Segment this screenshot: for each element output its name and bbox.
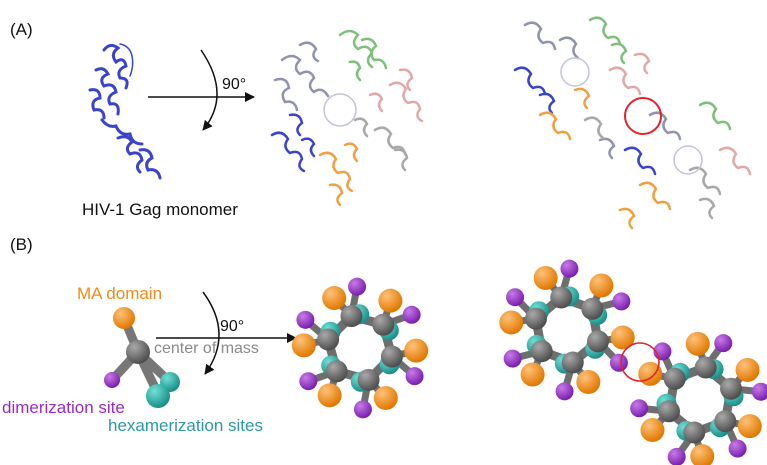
dimer-interface-highlight-b [620,342,660,382]
cg-monomer-model [104,307,180,408]
dimerization-bead [667,447,686,465]
ma-domain-bead [499,310,524,335]
ma-domain-bead [640,418,665,443]
dimerization-bead [299,372,318,391]
cg-hexamer-pair-left [499,259,635,401]
center-of-mass-bead [126,340,150,364]
hexamerization-bead-front [146,384,170,408]
panel-b-label: (B) [10,235,33,254]
center-of-mass-bead [694,356,717,379]
dimerization-bead [560,259,579,278]
hexamerization-sites-label: hexamerization sites [108,416,263,435]
ma-domain-bead [610,325,635,350]
center-of-mass-bead [561,351,584,374]
dimerization-site-label: dimerization site [2,398,125,417]
center-of-mass-bead [581,297,604,320]
center-of-mass-bead [340,305,363,328]
center-of-mass-bead [325,360,348,383]
ma-domain-bead [690,444,715,465]
dimerization-bead [555,382,574,401]
rotation-curve-b [202,291,220,375]
dimerization-bead [104,372,120,388]
center-of-mass-bead [663,367,686,390]
ma-domain-bead [520,362,545,387]
center-of-mass-bead [380,345,403,368]
monomer-caption: HIV-1 Gag monomer [82,200,238,219]
cg-hexamer-pair-right [630,331,767,465]
cg-hexamer-model [291,277,429,419]
ma-domain-bead [404,338,429,363]
dimerization-bead [612,292,631,311]
dimerization-bead [630,399,649,418]
ma-domain-bead [317,383,342,408]
ma-domain-label: MA domain [77,284,163,303]
dimerization-bead [348,277,367,296]
center-of-mass-bead [357,368,380,391]
dimerization-bead [503,349,522,368]
ma-domain-bead [378,288,403,313]
ma-domain-bead [735,357,760,382]
center-of-mass-bead [317,328,340,351]
dimer-interface-highlight-a [624,97,662,135]
gag-dimer-of-hexamers-structure [513,16,752,230]
ma-domain-bead [589,273,614,298]
center-of-mass-bead [720,377,743,400]
center-of-mass-bead [657,400,680,423]
dimerization-bead [296,310,315,329]
ma-domain-bead [322,286,347,311]
center-of-mass-bead [530,340,553,363]
ma-domain-bead [533,265,558,290]
center-of-mass-bead [587,330,610,353]
ma-domain-bead [685,331,710,356]
ma-domain-bead [737,414,762,439]
dimerization-bead [714,334,733,353]
ma-domain-bead [113,307,135,329]
center-of-mass-label: center of mass [154,340,259,357]
center-of-mass-bead [372,313,395,336]
center-of-mass-bead [683,421,706,444]
center-of-mass-bead [524,307,547,330]
center-of-mass-bead [714,410,737,433]
rotation-label-a: 90° [222,76,247,93]
dimerization-bead [506,288,525,307]
gag-hexamer-structure [270,29,424,207]
dimerization-bead [751,382,767,401]
rotation-curve-a [200,49,218,131]
ma-domain-bead [291,333,316,358]
gag-monomer-structure [88,43,162,180]
panel-a-label: (A) [10,20,33,39]
dimerization-bead [728,439,747,458]
center-of-mass-bead [550,286,573,309]
ma-domain-bead [576,370,601,395]
dimerization-bead [405,367,424,386]
ma-domain-bead [373,385,398,410]
dimerization-bead [609,353,628,372]
rotation-label-b: 90° [220,318,245,335]
dimerization-bead [353,400,372,419]
dimerization-bead [402,305,421,324]
